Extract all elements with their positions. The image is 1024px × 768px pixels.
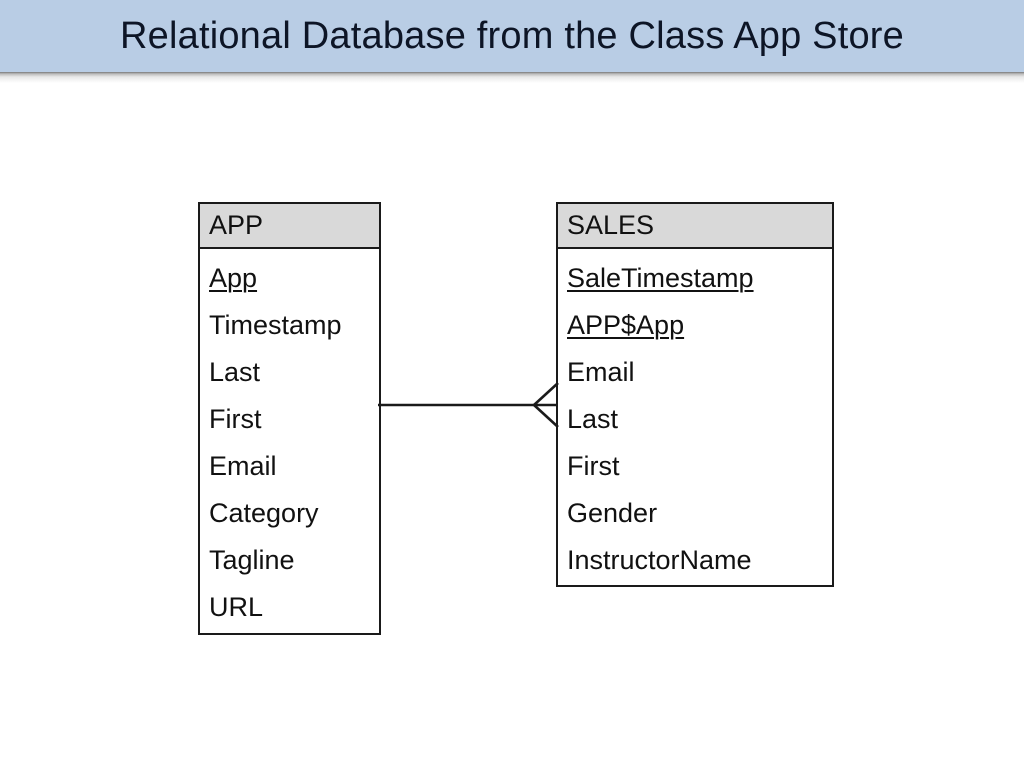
field-app-email: Email bbox=[209, 451, 277, 481]
field-app-tagline: Tagline bbox=[209, 545, 295, 575]
field-sales-app-app: APP$App bbox=[567, 310, 685, 340]
crows-foot-upper-prong bbox=[533, 382, 559, 406]
field-sales-gender: Gender bbox=[567, 498, 658, 528]
field-app-category: Category bbox=[209, 498, 319, 528]
page-title: Relational Database from the Class App S… bbox=[120, 14, 904, 57]
field-sales-saletimestamp: SaleTimestamp bbox=[567, 263, 754, 293]
entity-field-list-sales: SaleTimestamp APP$App Email Last First G… bbox=[558, 249, 832, 592]
field-sales-last: Last bbox=[567, 404, 619, 434]
field-app-last: Last bbox=[209, 357, 261, 387]
slide-title-bar: Relational Database from the Class App S… bbox=[0, 0, 1024, 72]
crows-foot-lower-prong bbox=[533, 404, 559, 428]
entity-box-sales[interactable]: SALES SaleTimestamp APP$App Email Last F… bbox=[556, 202, 834, 587]
field-sales-instructorname: InstructorName bbox=[567, 545, 752, 575]
field-app-first: First bbox=[209, 404, 262, 434]
entity-title-app: APP bbox=[200, 204, 379, 249]
field-app-timestamp: Timestamp bbox=[209, 310, 342, 340]
entity-field-list-app: App Timestamp Last First Email Category … bbox=[200, 249, 379, 639]
field-sales-first: First bbox=[567, 451, 620, 481]
title-bar-shadow bbox=[0, 72, 1024, 83]
field-sales-email: Email bbox=[567, 357, 635, 387]
entity-title-sales: SALES bbox=[558, 204, 832, 249]
field-app-app: App bbox=[209, 263, 258, 293]
relationship-connector-app-sales[interactable] bbox=[378, 382, 560, 428]
field-app-url: URL bbox=[209, 592, 264, 622]
entity-box-app[interactable]: APP App Timestamp Last First Email Categ… bbox=[198, 202, 381, 635]
